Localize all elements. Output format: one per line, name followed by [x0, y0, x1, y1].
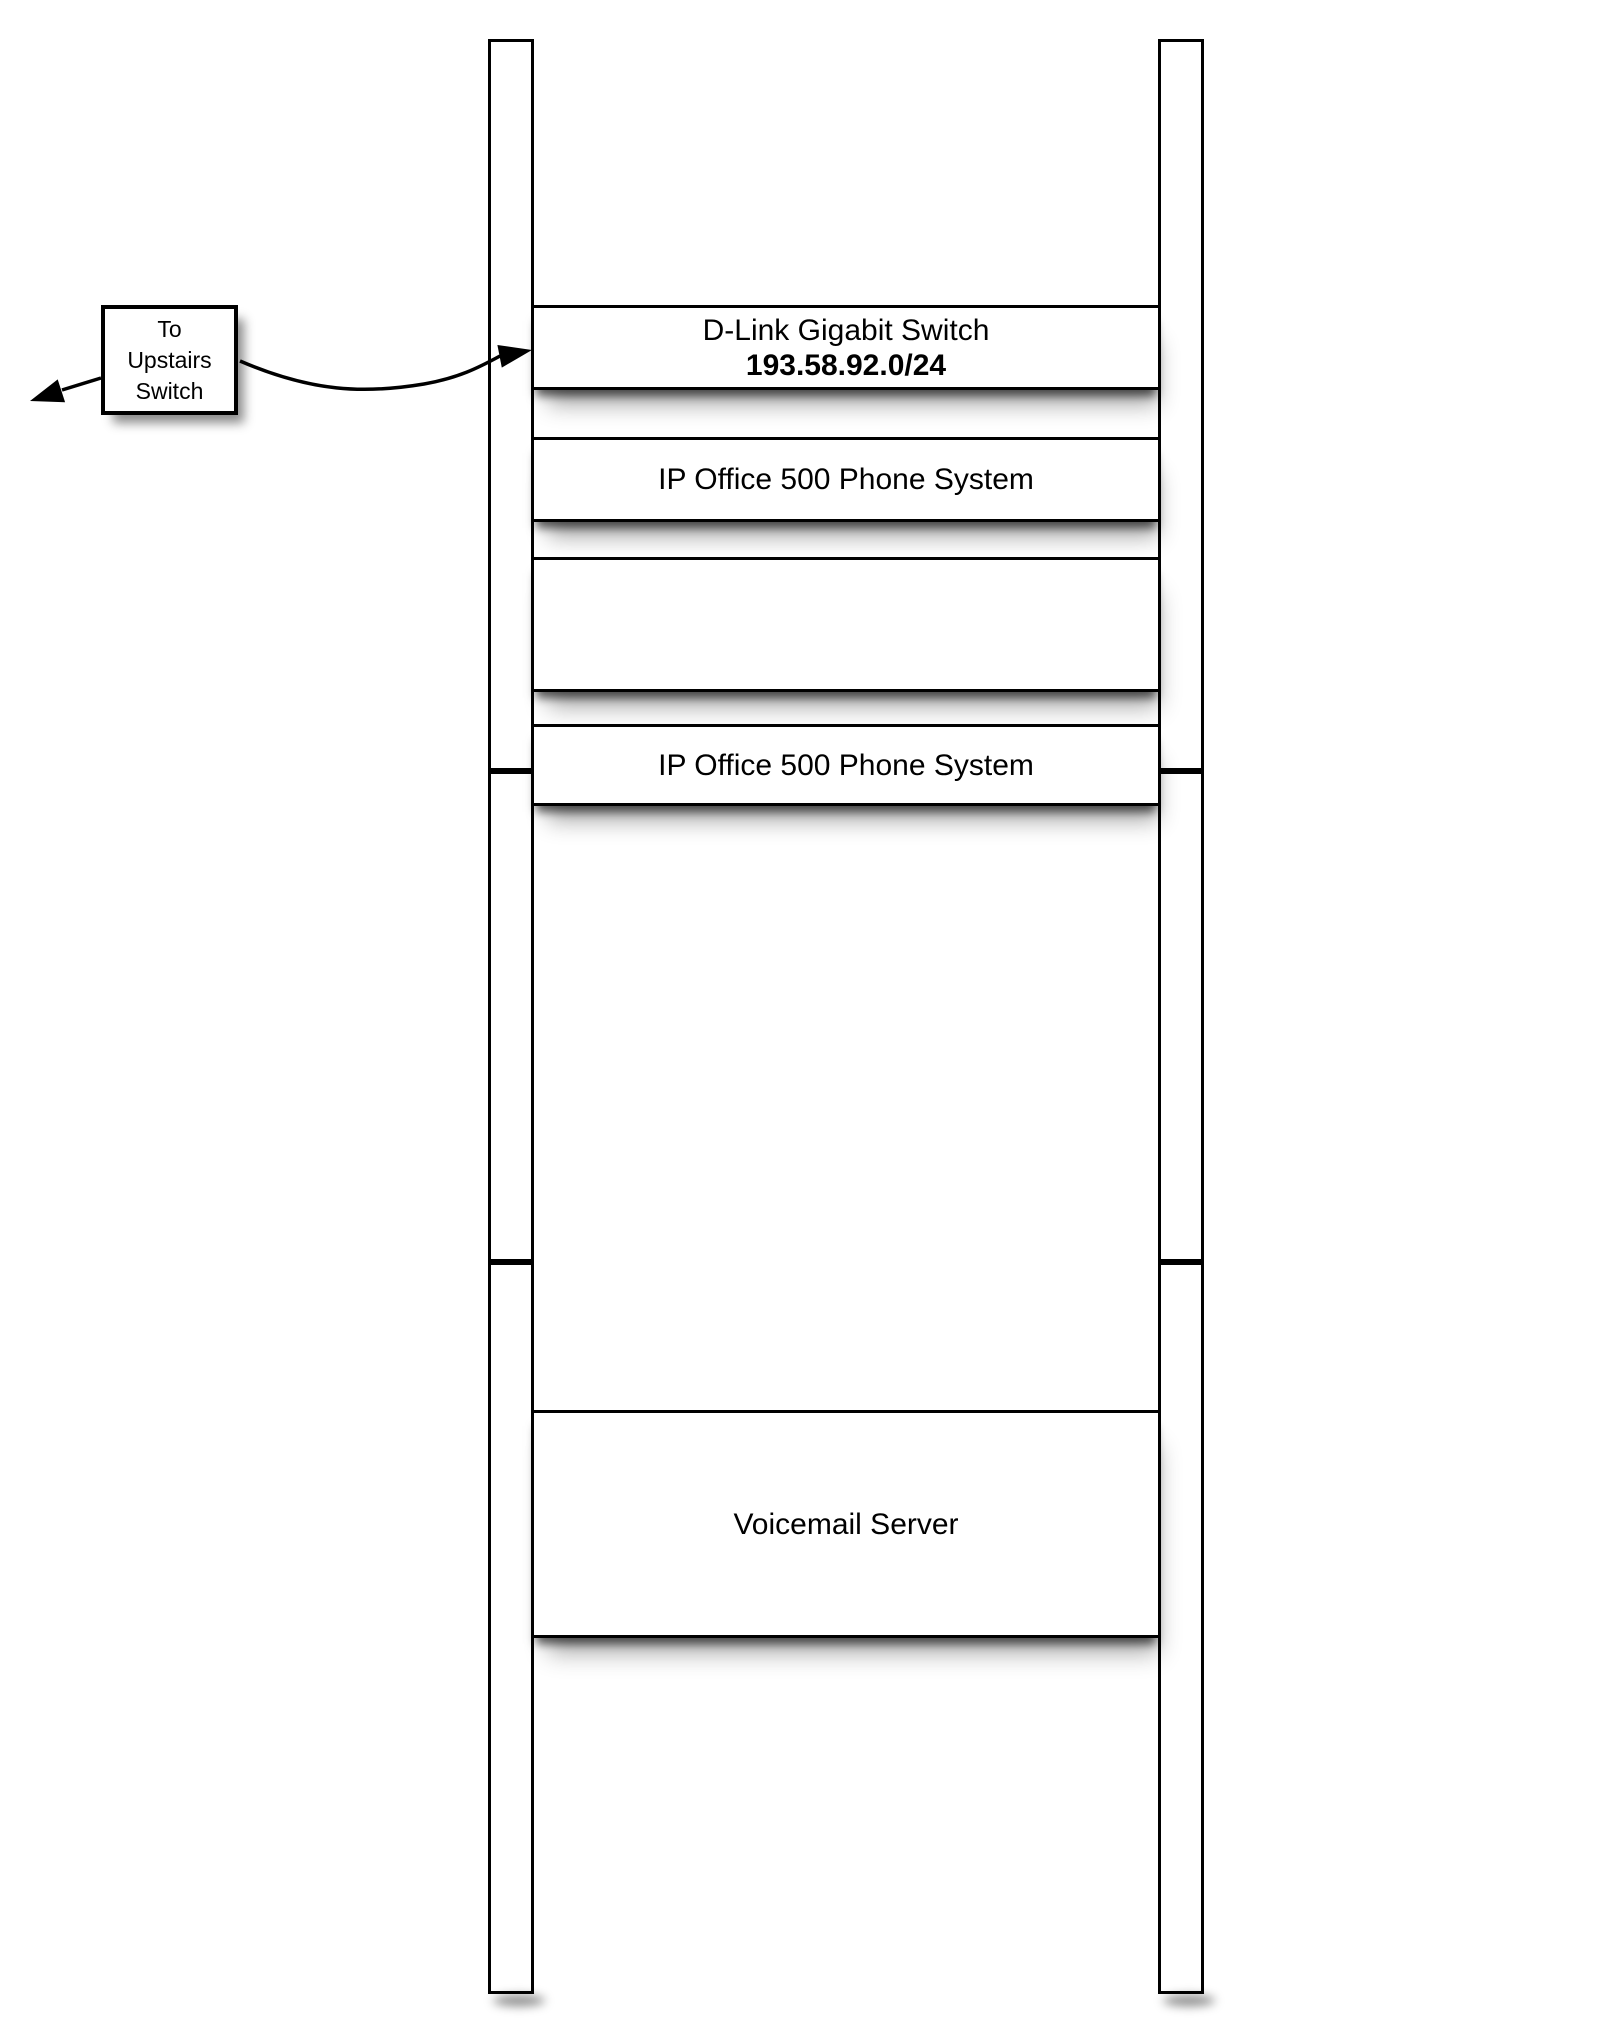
note-line-2: Upstairs: [127, 346, 212, 373]
ip-office-500-second-label: IP Office 500 Phone System: [658, 748, 1034, 782]
ip-office-500-first-label: IP Office 500 Phone System: [658, 463, 1034, 496]
rack-rail-right-shadow: [1163, 1995, 1215, 2006]
rack-rail-left-segment-bottom: [488, 1262, 534, 1994]
rack-rail-right-segment-middle: [1158, 771, 1204, 1262]
dlink-switch-subnet: 193.58.92.0/24: [745, 348, 947, 382]
rack-rail-left-segment-middle: [488, 771, 534, 1262]
shelf-voicemail-server: Voicemail Server: [531, 1410, 1161, 1638]
dlink-switch-label: D-Link Gigabit Switch: [702, 313, 990, 347]
shelf-dlink-gigabit-switch: D-Link Gigabit Switch 193.58.92.0/24: [531, 305, 1161, 390]
note-line-1: To: [157, 315, 182, 342]
shelf-empty: [531, 557, 1161, 692]
rack-rail-left-segment-top: [488, 39, 534, 771]
voicemail-server-label: Voicemail Server: [733, 1507, 959, 1541]
arrow-to-upstairs: [30, 376, 102, 403]
rack-rail-right-segment-top: [1158, 39, 1204, 771]
rack-rail-right-segment-bottom: [1158, 1262, 1204, 1994]
note-to-upstairs-switch: To Upstairs Switch: [101, 305, 238, 415]
arrowhead-left-icon: [30, 379, 66, 403]
shelf-ip-office-500-first: IP Office 500 Phone System: [531, 437, 1161, 522]
note-line-3: Switch: [135, 377, 204, 404]
shelf-ip-office-500-second: IP Office 500 Phone System: [531, 724, 1161, 806]
rack-rail-left-shadow: [493, 1995, 545, 2006]
